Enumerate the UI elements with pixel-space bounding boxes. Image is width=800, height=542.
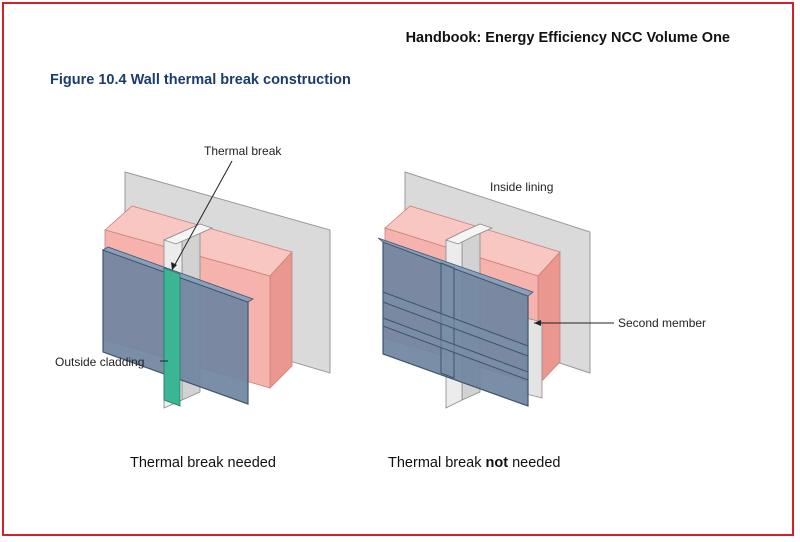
figure-title: Figure 10.4 Wall thermal break construct… bbox=[50, 72, 351, 88]
right-wall-diagram: Inside lining Second member bbox=[377, 171, 706, 409]
caption-suffix: needed bbox=[508, 455, 561, 471]
handbook-header: Handbook: Energy Efficiency NCC Volume O… bbox=[405, 30, 730, 46]
label-inside-lining: Inside lining bbox=[490, 180, 553, 194]
label-outside-cladding: Outside cladding bbox=[55, 355, 144, 369]
label-thermal-break: Thermal break bbox=[204, 144, 282, 158]
figure-border bbox=[2, 2, 794, 536]
cladding-framing-grid bbox=[382, 262, 529, 381]
caption-thermal-break-not-needed: Thermal break not needed bbox=[388, 455, 560, 471]
caption-thermal-break-needed: Thermal break needed bbox=[130, 455, 276, 471]
thermal-break-strip bbox=[163, 267, 181, 407]
caption-prefix: Thermal break bbox=[388, 455, 486, 471]
left-wall-diagram: Thermal break Outside cladding bbox=[55, 144, 331, 409]
label-second-member: Second member bbox=[618, 316, 706, 330]
caption-bold-not: not bbox=[485, 455, 509, 471]
